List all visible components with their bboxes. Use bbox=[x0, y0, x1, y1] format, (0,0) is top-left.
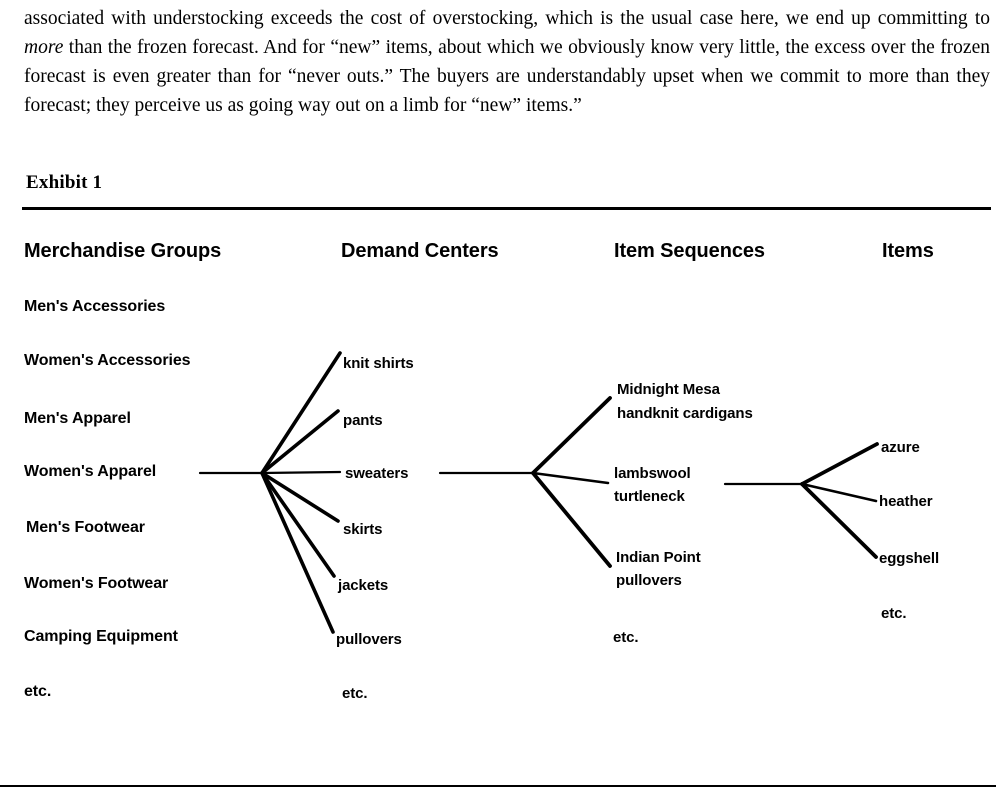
fan3-ray-azure bbox=[800, 442, 879, 486]
item-sequence-etc: etc. bbox=[613, 629, 639, 646]
body-paragraph: associated with understocking exceeds th… bbox=[24, 4, 990, 120]
fan1-ray-sweaters bbox=[260, 470, 342, 475]
fan1-ray-jackets bbox=[260, 471, 336, 578]
exhibit-top-rule bbox=[22, 207, 991, 210]
fan1-ray-knit-shirts bbox=[260, 351, 342, 475]
items-etc: etc. bbox=[881, 605, 907, 622]
merchandise-group-camping-equipment: Camping Equipment bbox=[24, 628, 178, 645]
fan3-ray-heather bbox=[800, 482, 878, 503]
item-sequence-lambswool-line2: turtleneck bbox=[614, 488, 685, 505]
exhibit-title: Exhibit 1 bbox=[26, 172, 103, 193]
demand-center-skirts: skirts bbox=[343, 521, 383, 538]
page-bottom-rule bbox=[0, 785, 996, 787]
column-header-merchandise-groups: Merchandise Groups bbox=[24, 240, 222, 262]
fan1-ray-pullovers bbox=[260, 471, 335, 634]
item-sequence-midnight-mesa-line1: Midnight Mesa bbox=[617, 381, 720, 398]
item-heather: heather bbox=[879, 493, 933, 510]
item-eggshell: eggshell bbox=[879, 550, 940, 567]
column-header-items: Items bbox=[882, 240, 934, 262]
fan1-ray-skirts bbox=[260, 471, 340, 523]
item-sequence-indian-point-line2: pullovers bbox=[616, 572, 682, 589]
merchandise-group-mens-apparel: Men's Apparel bbox=[24, 410, 131, 427]
demand-center-sweaters: sweaters bbox=[345, 465, 409, 482]
demand-center-jackets: jackets bbox=[338, 577, 389, 594]
fan1-ray-pants bbox=[260, 409, 340, 475]
paragraph-emphasis-more: more bbox=[24, 37, 64, 58]
merchandise-group-womens-accessories: Women's Accessories bbox=[24, 352, 191, 369]
item-azure: azure bbox=[881, 439, 920, 456]
fan2-ray-lambswool bbox=[531, 471, 610, 485]
merchandise-group-etc: etc. bbox=[24, 683, 52, 700]
paragraph-part-3: than the frozen forecast. And for “new” … bbox=[24, 37, 990, 116]
item-sequence-indian-point-line1: Indian Point bbox=[616, 549, 701, 566]
fan3-ray-eggshell bbox=[800, 482, 878, 559]
merchandise-group-womens-footwear: Women's Footwear bbox=[24, 575, 169, 592]
column-header-demand-centers: Demand Centers bbox=[341, 240, 499, 262]
merchandise-group-mens-accessories: Men's Accessories bbox=[24, 298, 166, 315]
merchandise-group-womens-apparel: Women's Apparel bbox=[24, 463, 157, 480]
column-header-item-sequences: Item Sequences bbox=[614, 240, 765, 262]
item-sequence-lambswool-line1: lambswool bbox=[614, 465, 691, 482]
paragraph-part-1: associated with understocking exceeds th… bbox=[24, 8, 990, 29]
demand-center-pullovers: pullovers bbox=[336, 631, 402, 648]
fan2-ray-indian-point bbox=[531, 471, 612, 568]
item-sequence-midnight-mesa-line2: handknit cardigans bbox=[617, 405, 753, 422]
merchandise-group-mens-footwear: Men's Footwear bbox=[26, 519, 145, 536]
demand-center-pants: pants bbox=[343, 412, 383, 429]
fan2-ray-midnight-mesa bbox=[531, 396, 612, 475]
demand-center-etc: etc. bbox=[342, 685, 368, 702]
demand-center-knit-shirts: knit shirts bbox=[343, 355, 414, 372]
